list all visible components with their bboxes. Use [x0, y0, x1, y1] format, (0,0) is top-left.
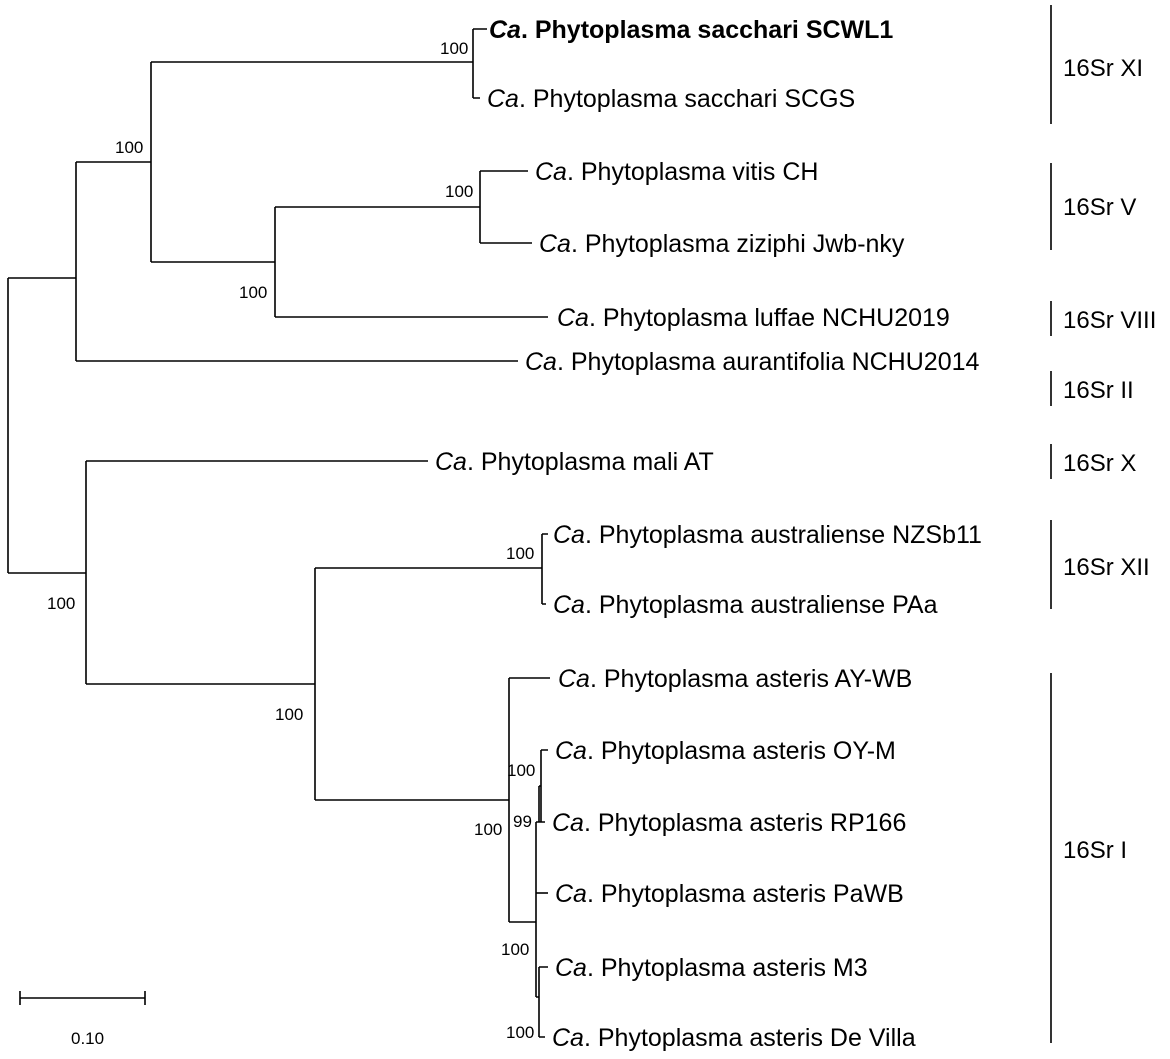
group-label: 16Sr II: [1063, 377, 1134, 404]
group-brackets: 16Sr XI 16Sr V 16Sr VIII 16Sr II 16Sr X …: [1050, 5, 1156, 1043]
taxon-label-scgs: Ca. Phytoplasma sacchari SCGS: [487, 85, 855, 113]
group-label: 16Sr XI: [1063, 55, 1143, 82]
bootstrap-value: 100: [445, 182, 473, 201]
tree-branches: [7, 28, 550, 1038]
branch-clade-b1: [314, 567, 542, 801]
taxon-labels: Ca. Phytoplasma sacchari SCWL1 Ca. Phyto…: [435, 16, 982, 1052]
taxon-label-paa: Ca. Phytoplasma australiense PAa: [553, 591, 938, 619]
branch-clade-v-viii: [274, 206, 548, 318]
taxon-label-pawb: Ca. Phytoplasma asteris PaWB: [555, 880, 904, 908]
branch-16sri: [508, 677, 550, 923]
bootstrap-value: 100: [501, 940, 529, 959]
group-label: 16Sr X: [1063, 450, 1136, 477]
taxon-label-mali: Ca. Phytoplasma mali AT: [435, 448, 714, 476]
scale-bar-line: [19, 991, 146, 1005]
bootstrap-values: 100 100 100 100 100 100 100 100 99 100 1…: [47, 39, 535, 1042]
branch-clade-a: [75, 161, 518, 362]
branch-m3-devilla: [538, 966, 548, 1038]
bootstrap-value: 100: [507, 761, 535, 780]
scale-bar-label: 0.10: [71, 1029, 104, 1048]
bootstrap-value: 100: [506, 544, 534, 563]
bootstrap-value: 100: [440, 39, 468, 58]
taxon-label-scwl1: Ca. Phytoplasma sacchari SCWL1: [489, 16, 893, 44]
group-label: 16Sr XII: [1063, 554, 1150, 581]
taxon-label-vitis: Ca. Phytoplasma vitis CH: [535, 158, 818, 186]
bootstrap-value: 100: [115, 138, 143, 157]
bootstrap-value: 100: [239, 283, 267, 302]
branch-sacchari: [472, 28, 487, 99]
bootstrap-value: 100: [474, 820, 502, 839]
branch-oym-rp166: [538, 749, 548, 823]
bootstrap-value: 100: [506, 1023, 534, 1042]
taxon-label-rp166: Ca. Phytoplasma asteris RP166: [552, 809, 906, 837]
taxon-label-m3: Ca. Phytoplasma asteris M3: [555, 954, 868, 982]
group-label: 16Sr I: [1063, 837, 1127, 864]
branch-australiense: [541, 533, 548, 605]
taxon-label-aywb: Ca. Phytoplasma asteris AY-WB: [558, 665, 912, 693]
bootstrap-value: 100: [47, 594, 75, 613]
taxon-label-aurantifolia: Ca. Phytoplasma aurantifolia NCHU2014: [525, 348, 980, 376]
branch-clade-b: [85, 460, 428, 685]
group-label: 16Sr V: [1063, 194, 1136, 221]
branch-16srv: [479, 170, 532, 244]
branch-root: [7, 277, 86, 574]
bootstrap-value: 99: [513, 812, 532, 831]
taxon-label-luffae: Ca. Phytoplasma luffae NCHU2019: [557, 304, 950, 332]
branch-clade-a1: [150, 61, 473, 263]
bootstrap-value: 100: [275, 705, 303, 724]
taxon-label-devilla: Ca. Phytoplasma asteris De Villa: [552, 1024, 916, 1052]
taxon-label-ziziphi: Ca. Phytoplasma ziziphi Jwb-nky: [539, 230, 905, 258]
taxon-label-oym: Ca. Phytoplasma asteris OY-M: [555, 737, 896, 765]
group-label: 16Sr VIII: [1063, 307, 1156, 334]
taxon-label-nzsb11: Ca. Phytoplasma australiense NZSb11: [553, 521, 982, 549]
scale-bar: 0.10: [19, 991, 146, 1048]
